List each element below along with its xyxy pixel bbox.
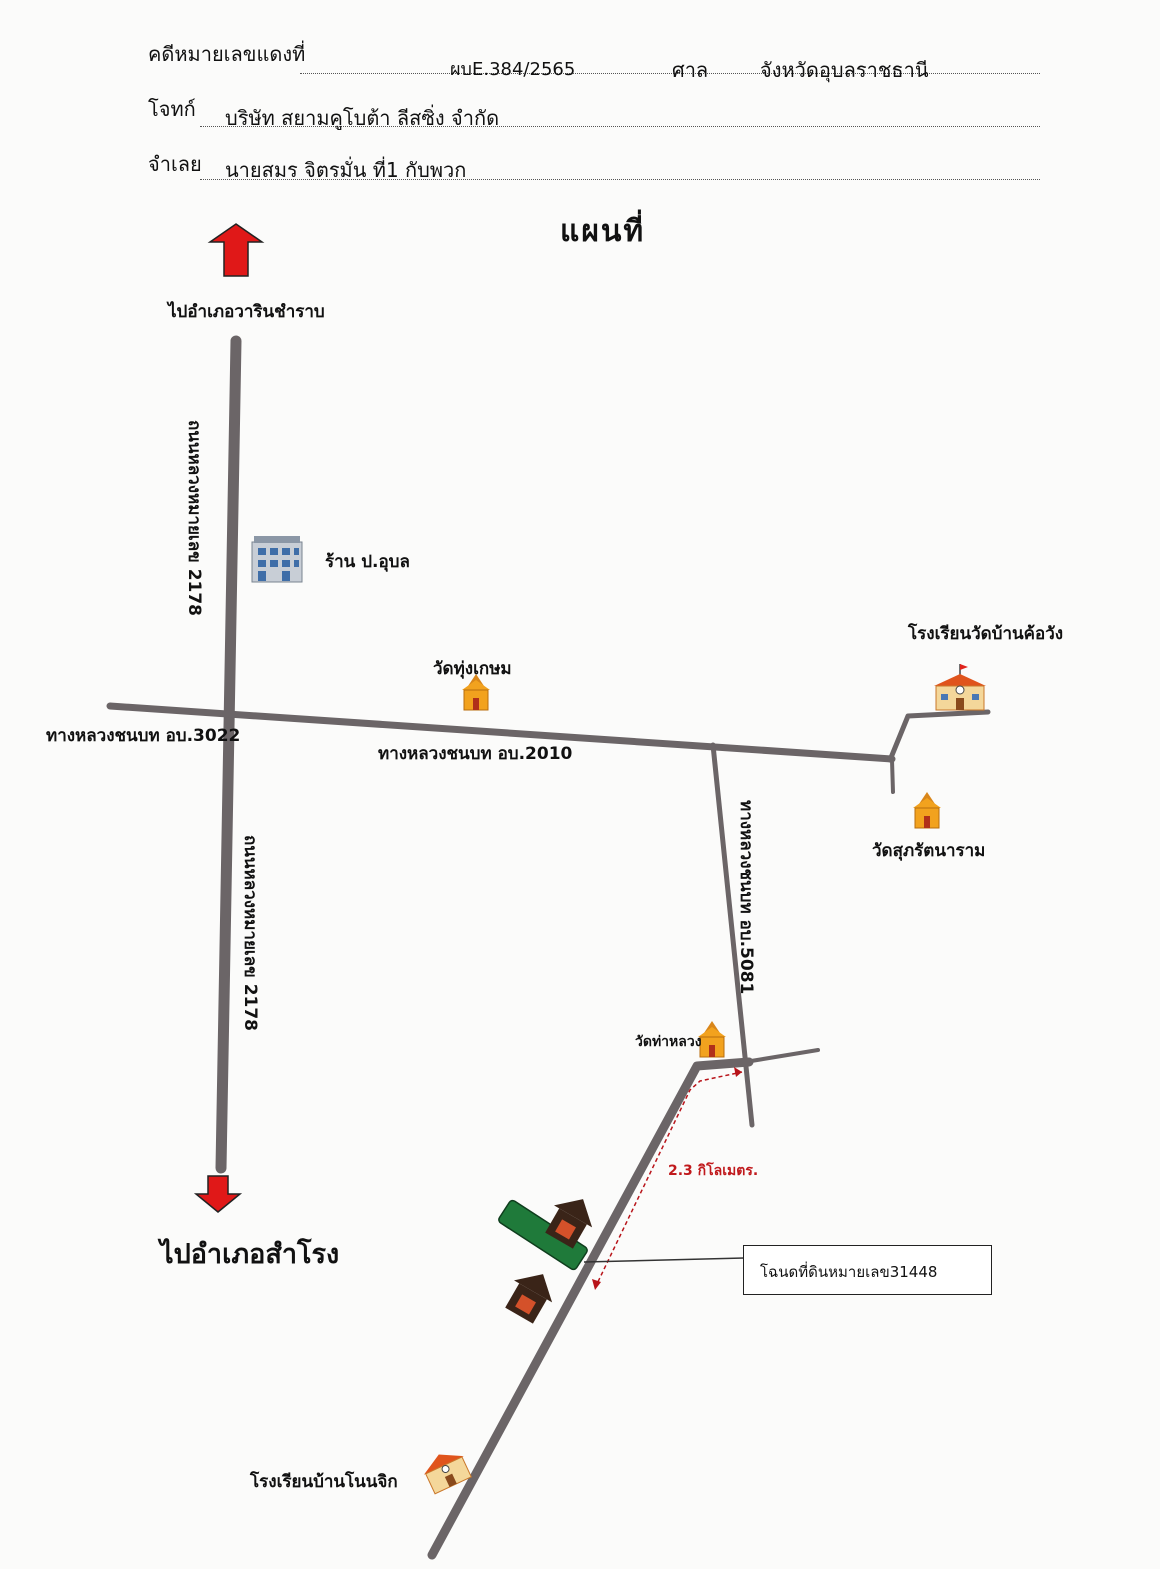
temple-tha-luang-label: วัดท่าหลวง (635, 1034, 702, 1050)
court-label: ศาล (672, 58, 709, 82)
road-stub-temple (890, 758, 895, 794)
temple-icon (913, 792, 941, 829)
temple-icon (462, 674, 490, 711)
deed-label: โฉนดที่ดินหมายเลข31448 (760, 1263, 938, 1281)
case-number-label: คดีหมายเลขแดงที่ (148, 42, 306, 66)
plaintiff-line (200, 126, 1040, 127)
road-3022-label: ทางหลวงชนบท อบ.3022 (46, 726, 241, 746)
temple-thung-kasem-label: วัดทุ่งเกษม (433, 659, 512, 679)
road-east-branch (743, 1048, 820, 1064)
case-number-line (300, 73, 1040, 74)
temple-icon (698, 1021, 726, 1058)
plaintiff-label: โจทก์ (148, 97, 196, 121)
to-warinchamrap-label: ไปอำเภอวารินชำราบ (168, 302, 325, 322)
case-number-value: ผบE.384/2565 (450, 59, 576, 80)
land-parcel (498, 1199, 588, 1271)
road-3022-2010 (106, 702, 896, 763)
to-samrong-label: ไปอำเภอสำโรง (160, 1239, 340, 1270)
distance-label: 2.3 กิโลเมตร. (668, 1163, 759, 1179)
distance-route (592, 1067, 743, 1290)
road-2178 (215, 335, 242, 1174)
road-2178-label-north: ถนนหลวงหมายเลข 2178 (184, 420, 204, 617)
court-name: จังหวัดอุบลราชธานี (760, 58, 929, 82)
defendant-line (200, 179, 1040, 180)
road-network (106, 335, 991, 1560)
defendant-name: นายสมร จิตรมั่น ที่1 กับพวก (225, 158, 467, 182)
shop-label: ร้าน ป.อุบล (325, 552, 410, 572)
shop-building-icon (251, 536, 303, 583)
road-to-school (887, 709, 991, 763)
map-title: แผนที่ (560, 214, 646, 249)
plaintiff-name: บริษัท สยามคูโบต้า ลีสซิ่ง จำกัด (225, 106, 500, 130)
temple-suphrattanaram-label: วัดสุภรัตนาราม (872, 841, 986, 861)
school-icon (423, 1454, 472, 1495)
house-icon (505, 1274, 553, 1324)
defendant-label: จำเลย (148, 152, 202, 176)
road-2010-label: ทางหลวงชนบท อบ.2010 (378, 744, 573, 764)
north-arrow-icon (207, 223, 265, 277)
road-to-parcel (427, 1057, 754, 1560)
school-ban-kho-wang-label: โรงเรียนวัดบ้านค้อวัง (908, 624, 1064, 644)
school-ban-non-chik-label: โรงเรียนบ้านโนนจิก (250, 1472, 398, 1492)
school-icon (934, 664, 986, 711)
road-2178-label-south: ถนนหลวงหมายเลข 2178 (240, 835, 260, 1032)
deed-pointer-line (583, 1257, 745, 1263)
south-arrow-icon (193, 1175, 243, 1213)
house-icon (545, 1199, 593, 1249)
road-5081-label: ทางหลวงชนบท อบ.5081 (736, 800, 756, 995)
deed-box: โฉนดที่ดินหมายเลข31448 (743, 1245, 992, 1295)
